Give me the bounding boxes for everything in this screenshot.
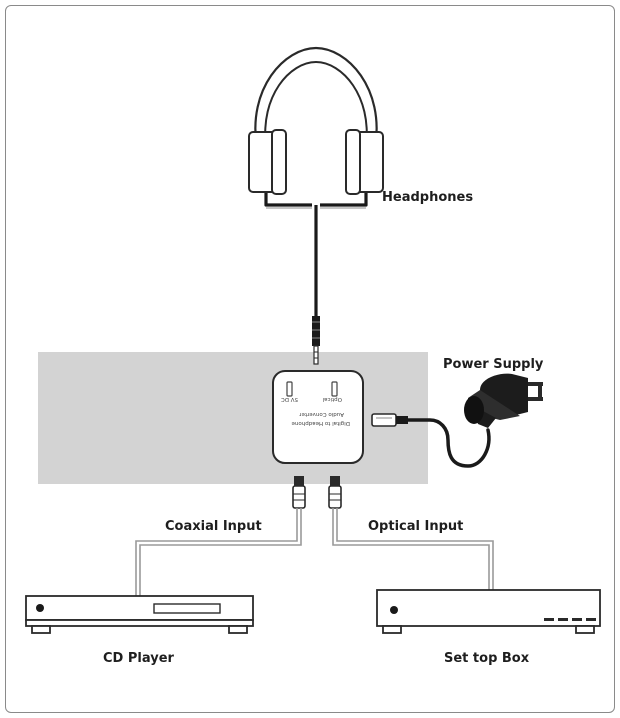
optical-cable [332, 508, 494, 592]
dc-plug-icon [371, 413, 408, 427]
coaxial-connector-icon [292, 476, 306, 509]
equipment-shelf [38, 352, 428, 484]
optical-connector-icon [328, 476, 342, 509]
converter-port-left: 5V DC [281, 396, 298, 402]
coaxial-cable [135, 508, 302, 596]
cd-player-label: CD Player [103, 651, 175, 666]
power-adapter-icon [464, 373, 543, 428]
converter-name-line2: Audio Converter [298, 411, 344, 417]
power-cable [403, 418, 491, 468]
cd-player-icon [25, 595, 254, 634]
diagram-frame [5, 5, 615, 713]
converter-icon: 5V DC Optical Digital to Headphone Audio… [272, 370, 364, 464]
headphones-icon [248, 46, 384, 195]
headphones-label: Headphones [382, 190, 473, 205]
headphone-plug-icon [312, 316, 320, 365]
headphone-cable [264, 193, 368, 318]
power-supply-label: Power Supply [443, 357, 544, 372]
set-top-box-label: Set top Box [444, 651, 530, 666]
optical-input-label: Optical Input [368, 519, 463, 534]
converter-port-right: Optical [322, 396, 342, 402]
set-top-box-icon [376, 589, 601, 634]
converter-name-line1: Digital to Headphone [291, 420, 350, 426]
coaxial-input-label: Coaxial Input [165, 519, 262, 534]
